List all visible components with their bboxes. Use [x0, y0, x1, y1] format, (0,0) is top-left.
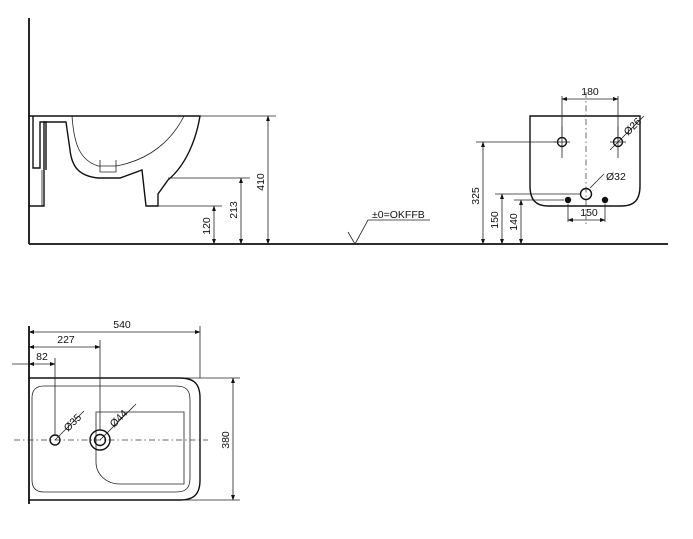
- bidet-side-outline: [29, 115, 201, 207]
- side-view: 410 213 120: [28, 18, 668, 245]
- dim-label-150-vertical: 150: [489, 211, 501, 229]
- dim-label-82: 82: [36, 351, 48, 363]
- dim-label-d32: Ø32: [606, 171, 626, 183]
- dim-label-d35: Ø35: [62, 411, 85, 434]
- dim-label-150-horizontal: 150: [580, 207, 598, 219]
- bidet-top-outline: [29, 377, 201, 501]
- leader-d44: [99, 403, 137, 441]
- dim-label-140: 140: [508, 213, 520, 231]
- dim-label-410: 410: [255, 173, 267, 191]
- leader-d26: [609, 115, 645, 151]
- floor-reference-label: ±0=OKFFB: [372, 209, 425, 221]
- dim-label-227: 227: [57, 334, 75, 346]
- supply-connector-left: [564, 196, 572, 204]
- bidet-rear-outline: [529, 115, 641, 207]
- floor-reference-symbol: [347, 219, 430, 245]
- bidet-tap-hole: [99, 160, 117, 173]
- top-view: Ø35 Ø44 540 227 82 380: [12, 319, 240, 504]
- supply-connector-right: [601, 196, 609, 204]
- leader-d32: [589, 173, 605, 189]
- dim-label-325: 325: [470, 187, 482, 205]
- bidet-top-basin: [95, 411, 185, 485]
- dim-label-540: 540: [113, 319, 131, 331]
- rear-view: 180 Ø26 Ø32 150 325 150 140: [470, 86, 645, 245]
- leader-d35: [54, 410, 85, 441]
- dim-label-180: 180: [581, 86, 599, 98]
- wall-bracket: [32, 116, 47, 170]
- dim-label-d44: Ø44: [108, 407, 131, 430]
- dim-label-380: 380: [220, 431, 232, 449]
- bidet-top-inner-bowl: [31, 385, 191, 493]
- bidet-inner-bowl: [71, 115, 185, 167]
- dim-label-120: 120: [201, 217, 213, 235]
- tap-hole-inner: [93, 433, 107, 447]
- outlet-hole: [579, 187, 593, 201]
- dim-label-213: 213: [228, 201, 240, 219]
- floor-reference: ±0=OKFFB: [347, 209, 430, 245]
